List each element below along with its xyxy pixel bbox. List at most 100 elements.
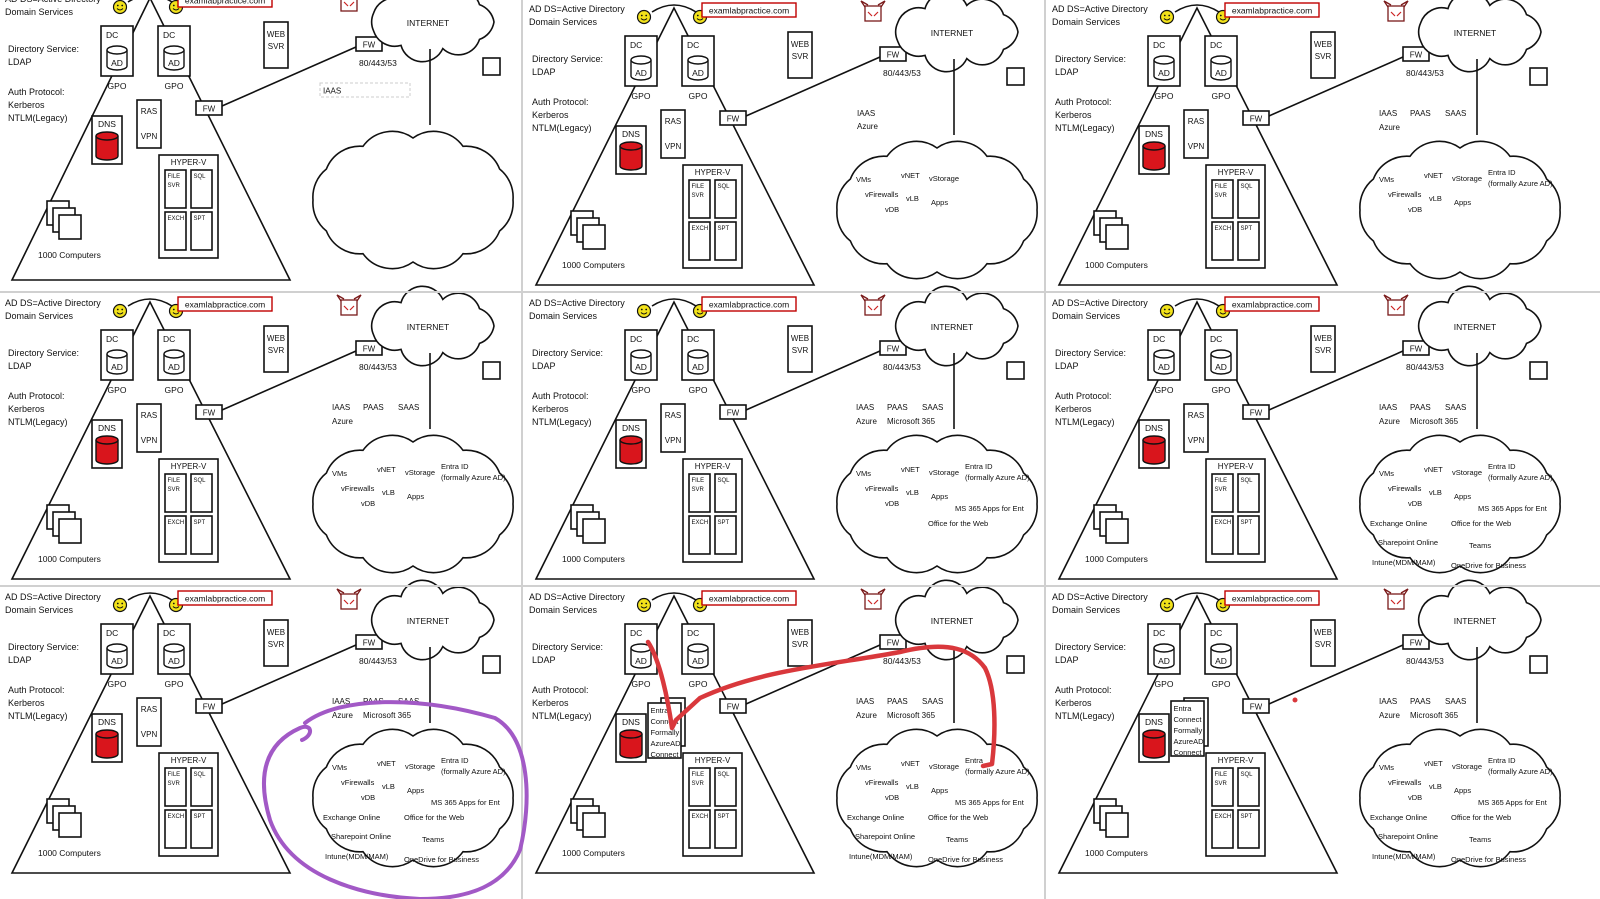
cloud-service-label: vStorage bbox=[929, 468, 959, 477]
web-server-box bbox=[787, 325, 813, 373]
dir-service-value: LDAP bbox=[1055, 67, 1079, 77]
cloud-service-label: Intune(MDM/MAM) bbox=[1372, 558, 1436, 567]
cloud-service-label: (formally Azure AD) bbox=[965, 473, 1030, 482]
dns-label: DNS bbox=[622, 423, 640, 433]
database-cylinder-icon bbox=[95, 435, 119, 465]
vm-box bbox=[1211, 179, 1234, 219]
vm-label: SVR bbox=[168, 781, 181, 787]
dir-service-label: Directory Service: bbox=[8, 44, 79, 54]
cylinder-body bbox=[687, 354, 709, 375]
internet-label: INTERNET bbox=[407, 616, 450, 626]
url-text: examlabpractice.com bbox=[1232, 300, 1312, 310]
heading-line: AD DS=Active Directory bbox=[529, 4, 625, 14]
cloud-service-label: MS 365 Apps for Ent bbox=[431, 798, 501, 807]
smiley-icon bbox=[112, 0, 128, 15]
devil-icon bbox=[340, 0, 358, 12]
dc-2-ad-label: AD bbox=[692, 656, 704, 666]
auth-label: Auth Protocol: bbox=[1055, 685, 1112, 695]
cloud-service-label: vFirewalls bbox=[1388, 484, 1422, 493]
vm-box bbox=[1237, 767, 1260, 807]
database-cylinder-icon bbox=[95, 131, 119, 161]
ras-label: RAS bbox=[665, 117, 681, 126]
replication-arrow bbox=[651, 592, 697, 601]
computers-label: 1000 Computers bbox=[38, 250, 101, 260]
service-label: SAAS bbox=[1445, 697, 1466, 706]
service-label: PAAS bbox=[1410, 697, 1431, 706]
vm-label: FILE bbox=[692, 772, 705, 778]
heading-line: AD DS=Active Directory bbox=[5, 298, 101, 308]
auth-value: NTLM(Legacy) bbox=[8, 113, 68, 123]
service-label: PAAS bbox=[1410, 403, 1431, 412]
cloud-service-label: vStorage bbox=[1452, 468, 1482, 477]
computers-label: 1000 Computers bbox=[562, 848, 625, 858]
service-label: IAAS bbox=[1379, 403, 1397, 412]
devil-icon bbox=[860, 0, 886, 22]
cloud-service-label: vDB bbox=[1408, 499, 1422, 508]
ras-vpn-box bbox=[136, 403, 162, 453]
cylinder-top bbox=[619, 435, 643, 445]
url-text: examlabpractice.com bbox=[709, 6, 789, 16]
firewall-box-icon bbox=[355, 36, 383, 52]
database-cylinder-icon bbox=[163, 349, 185, 375]
computers-label: 1000 Computers bbox=[38, 554, 101, 564]
web-svr-label: SVR bbox=[268, 42, 285, 51]
auth-value: NTLM(Legacy) bbox=[532, 711, 592, 721]
hyperv-label: HYPER-V bbox=[1218, 756, 1254, 765]
hyperv-label: HYPER-V bbox=[171, 756, 207, 765]
vm-box bbox=[164, 211, 187, 251]
external-device-box bbox=[482, 361, 501, 380]
database-cylinder-icon bbox=[95, 729, 119, 759]
smiley-icon bbox=[636, 597, 652, 613]
smiley-mouth bbox=[696, 606, 704, 609]
vm-label: FILE bbox=[168, 478, 181, 484]
external-device-box bbox=[1529, 361, 1548, 380]
web-svr-label: SVR bbox=[792, 640, 809, 649]
dc-1-label: DC bbox=[106, 628, 118, 638]
ras-label: RAS bbox=[1188, 411, 1204, 420]
entra-connect-line: Entra bbox=[651, 706, 670, 715]
external-device-box bbox=[1006, 361, 1025, 380]
cloud-service-label: vFirewalls bbox=[865, 778, 899, 787]
dc-2-gpo-label: GPO bbox=[689, 91, 708, 101]
cloud-service-label: vNET bbox=[1424, 465, 1443, 474]
dns-label: DNS bbox=[1145, 717, 1163, 727]
smiley-mouth bbox=[116, 606, 124, 609]
vm-label: SPT bbox=[718, 520, 730, 526]
devil-horns bbox=[1383, 294, 1409, 302]
firewall-box-icon bbox=[195, 698, 223, 714]
vm-box bbox=[190, 473, 213, 513]
cloud-service-label: OneDrive for Business bbox=[404, 855, 479, 864]
dir-service-value: LDAP bbox=[532, 655, 556, 665]
smiley-face bbox=[636, 303, 652, 319]
service-label: PAAS bbox=[887, 697, 908, 706]
computers-stack-icon bbox=[582, 224, 606, 250]
ras-label: RAS bbox=[141, 705, 157, 714]
smiley-eye bbox=[172, 602, 175, 605]
cloud-service-label: VMs bbox=[332, 763, 347, 772]
dns-label: DNS bbox=[622, 129, 640, 139]
vm-box bbox=[688, 473, 711, 513]
devil-face bbox=[1387, 5, 1405, 22]
web-server-box bbox=[263, 21, 289, 69]
smiley-eye bbox=[640, 602, 643, 605]
internet-label: INTERNET bbox=[407, 322, 450, 332]
database-cylinder-icon bbox=[163, 643, 185, 669]
cylinder-top bbox=[1153, 55, 1175, 65]
cylinder-body bbox=[106, 354, 128, 375]
cloud-service-label: MS 365 Apps for Ent bbox=[1478, 798, 1548, 807]
smiley-mouth bbox=[640, 606, 648, 609]
dc-1-label: DC bbox=[630, 628, 642, 638]
cloud-service-label: Sharepoint Online bbox=[331, 832, 391, 841]
service-label: PAAS bbox=[363, 403, 384, 412]
cylinder-top bbox=[1210, 643, 1232, 653]
fw-label: FW bbox=[1250, 115, 1263, 124]
smiley-eye bbox=[1163, 308, 1166, 311]
cloud-service-label: (formally Azure AD) bbox=[441, 767, 506, 776]
cloud-service-label: OneDrive for Business bbox=[1451, 855, 1526, 864]
database-cylinder-icon bbox=[687, 349, 709, 375]
hyperv-label: HYPER-V bbox=[171, 462, 207, 471]
ad-forest-triangle bbox=[1057, 594, 1339, 874]
